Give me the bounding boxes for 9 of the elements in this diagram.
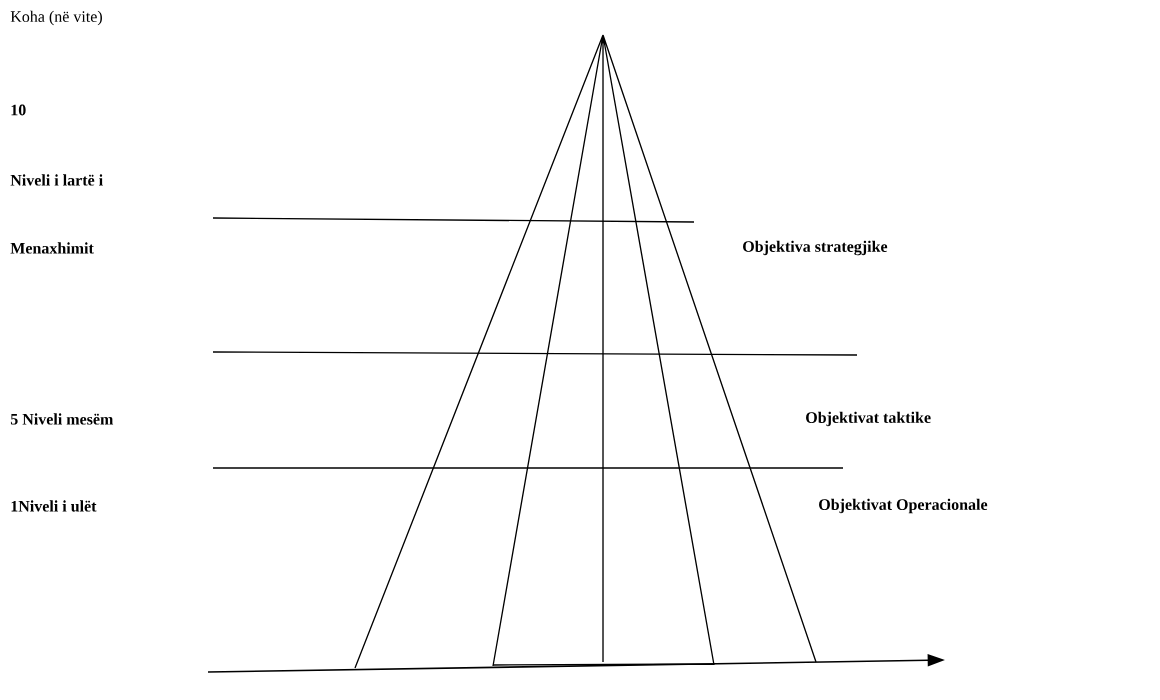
label-text: Objektiva strategjike	[743, 240, 888, 256]
label-text: Niveli i lartë i	[10, 174, 103, 186]
label-text: Menaxhimit	[10, 242, 94, 254]
label-text: 10	[11, 104, 26, 116]
label-text: 5 Niveli mesëm	[10, 413, 114, 425]
label-text: Koha (në vite)	[10, 10, 102, 26]
label-text: Objektivat Operacionale	[819, 498, 988, 514]
label-text: 1Niveli i ulët	[11, 500, 97, 512]
label-text: Objektivat taktike	[806, 411, 931, 427]
